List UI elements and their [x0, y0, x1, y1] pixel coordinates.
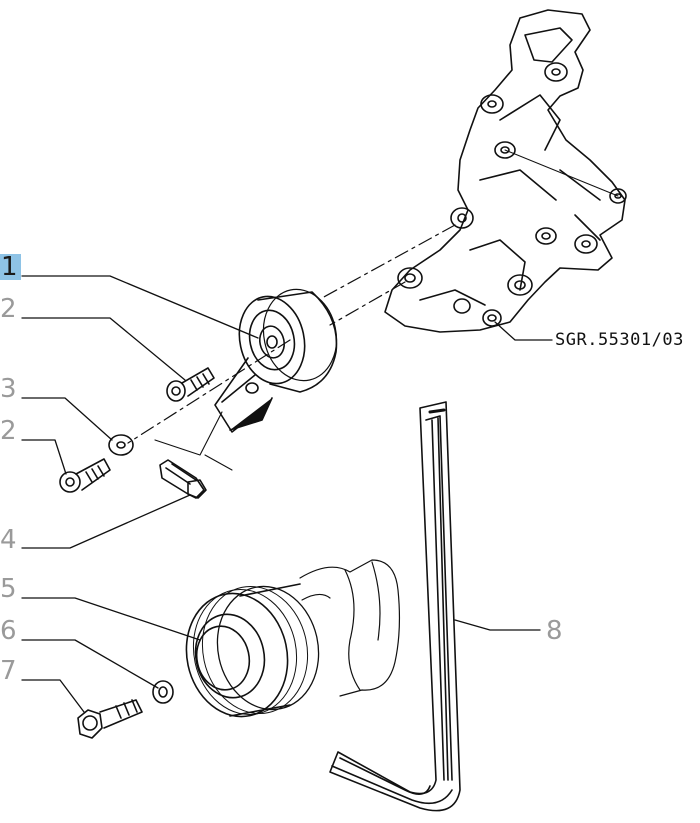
assembly-guide-lines: [154, 411, 233, 471]
callout-8[interactable]: 8: [546, 616, 563, 646]
crankshaft-pulley: [185, 583, 320, 718]
flanged-bolt: [159, 459, 207, 499]
callout-1[interactable]: 1: [0, 254, 21, 280]
assembly-axis-lines: [127, 224, 456, 444]
callout-4[interactable]: 4: [0, 525, 17, 555]
bolt-upper: [166, 367, 215, 402]
washer-small: [152, 680, 174, 704]
callout-6[interactable]: 6: [0, 616, 17, 646]
callout-2-upper[interactable]: 2: [0, 294, 17, 324]
callout-3[interactable]: 3: [0, 374, 17, 404]
crankshaft: [299, 559, 401, 697]
tensioner-pulley: [214, 288, 338, 433]
callout-7[interactable]: 7: [0, 656, 17, 686]
washer: [108, 434, 134, 456]
drawing-reference-code: SGR.55301/03: [555, 330, 684, 350]
mounting-bracket: [384, 9, 627, 333]
poly-v-belt: [329, 401, 461, 812]
callout-5[interactable]: 5: [0, 574, 17, 604]
callout-2-lower[interactable]: 2: [0, 416, 17, 446]
leader-lines: [21, 275, 553, 713]
hex-bolt: [77, 699, 143, 739]
bolt-lower: [59, 458, 111, 493]
